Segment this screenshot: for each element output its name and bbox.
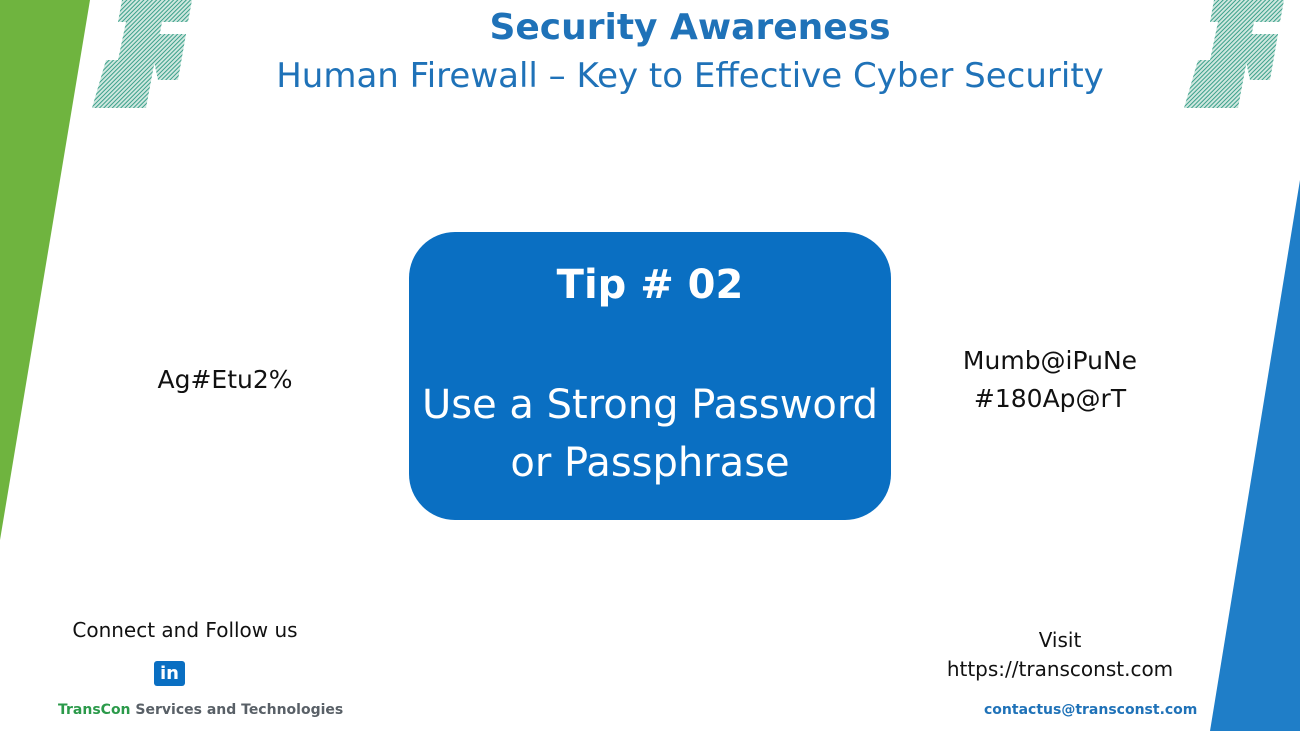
linkedin-icon[interactable]: in [154, 661, 185, 686]
right-blue-stripe [1210, 180, 1300, 731]
visit-label: Visit [1038, 628, 1082, 652]
tip-text-line-2: or Passphrase [510, 440, 790, 486]
visit-block: Visit https://transconst.com [930, 626, 1190, 684]
website-link[interactable]: https://transconst.com [946, 657, 1174, 681]
connect-label: Connect and Follow us [72, 618, 298, 642]
tip-number: Tip # 02 [556, 262, 744, 308]
tip-text-line-1: Use a Strong Password [421, 382, 879, 428]
transcon-logo-icon [92, 0, 192, 108]
company-name: TransCon Services and Technologies [58, 700, 343, 720]
contact-email-link[interactable]: contactus@transconst.com [984, 702, 1198, 718]
slide-subtitle: Human Firewall – Key to Effective Cyber … [276, 56, 1104, 96]
company-brand: TransCon [58, 702, 131, 718]
example-passphrase-line-1: Mumb@iPuNe [962, 346, 1138, 375]
example-passphrase-line-2: #180Ap@rT [973, 384, 1127, 413]
company-name-rest: Services and Technologies [130, 702, 344, 718]
transcon-logo-icon-right [1184, 0, 1284, 108]
example-passphrase: Mumb@iPuNe #180Ap@rT [930, 342, 1170, 418]
example-password: Ag#Etu2% [157, 365, 293, 394]
slide-title: Security Awareness [489, 7, 891, 48]
left-green-stripe [0, 0, 90, 540]
tip-text: Use a Strong Password or Passphrase [409, 376, 891, 492]
tip-card [409, 232, 891, 520]
